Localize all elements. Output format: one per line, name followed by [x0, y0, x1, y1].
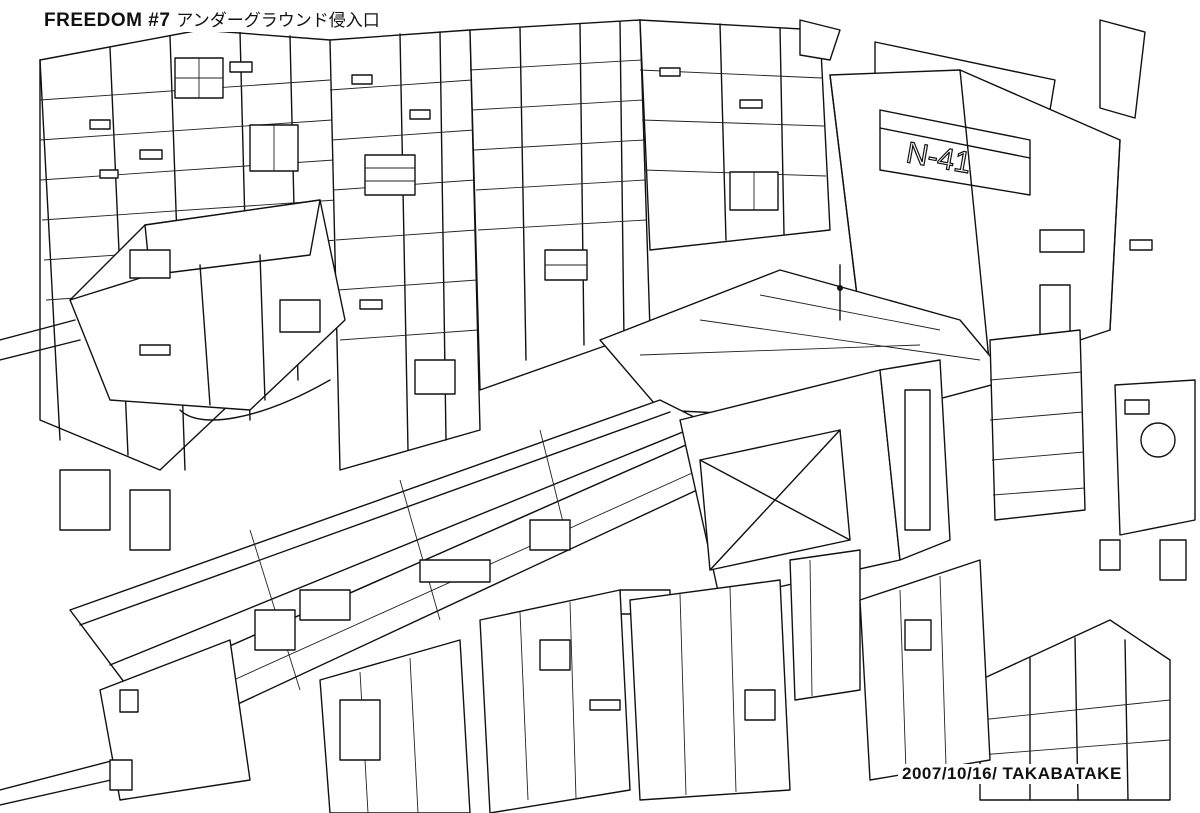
gate-pylon — [619, 329, 1086, 701]
artwork-title-block: FREEDOM #7 アンダーグラウンド侵入口 — [44, 6, 386, 32]
left-capsule-module — [0, 199, 346, 421]
center-tower — [329, 29, 481, 471]
station-block — [829, 69, 1153, 371]
lower-foreground-buildings — [319, 559, 991, 813]
artwork-title: FREEDOM #7 — [44, 10, 171, 31]
lower-right-grid — [979, 379, 1196, 801]
far-right-tower — [639, 19, 1146, 251]
artist-signature: 2007/10/16/ TAKABATAKE — [898, 764, 1126, 784]
bridge-span — [0, 399, 741, 806]
artwork-subtitle: アンダーグラウンド侵入口 — [176, 11, 380, 31]
